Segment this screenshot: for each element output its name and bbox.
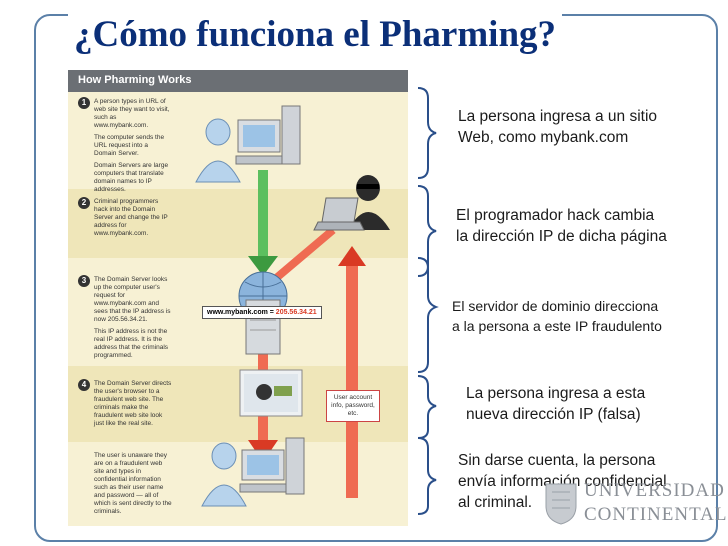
caption-line: envía información confidencial bbox=[458, 473, 667, 490]
url-text: www.mybank.com bbox=[207, 309, 268, 316]
brace-icon bbox=[417, 87, 437, 179]
logo-line-2: CONTINENTAL bbox=[584, 504, 728, 525]
caption-line: Web, como mybank.com bbox=[458, 129, 629, 146]
caption-line: La persona ingresa a un sitio bbox=[458, 108, 658, 125]
step-text: The user is unaware they are on a fraudu… bbox=[94, 452, 172, 515]
ip-text: 205.56.34.21 bbox=[275, 309, 317, 316]
step-1: 1 A person types in URL of web site they… bbox=[78, 97, 172, 198]
step-2: 2 Criminal programmers hack into the Dom… bbox=[78, 197, 172, 242]
caption-line: Sin darse cuenta, la persona bbox=[458, 452, 656, 469]
step-number: 1 bbox=[78, 97, 90, 109]
pharming-infographic: How Pharming Works 1 A person types in U… bbox=[68, 70, 408, 526]
laptop-icon bbox=[313, 197, 365, 231]
caption-line: al criminal. bbox=[458, 494, 533, 511]
step-text: Criminal programmers hack into the Domai… bbox=[94, 198, 168, 237]
computer-icon bbox=[239, 437, 305, 495]
fraudulent-site-icon bbox=[239, 369, 303, 417]
user-figure-icon bbox=[201, 442, 247, 507]
step-number: 3 bbox=[78, 275, 90, 287]
brace-icon bbox=[417, 375, 437, 439]
green-arrow bbox=[248, 170, 278, 276]
step-text: The Domain Server looks up the computer … bbox=[94, 276, 171, 323]
brace-group bbox=[417, 87, 439, 515]
step-5: The user is unaware they are on a fraudu… bbox=[80, 452, 172, 520]
caption-3: El servidor de dominio direcciona a la p… bbox=[452, 296, 662, 336]
step-text: The Domain Server directs the user's bro… bbox=[94, 380, 172, 427]
step-number: 2 bbox=[78, 197, 90, 209]
url-ip-box: www.mybank.com = 205.56.34.21 bbox=[202, 306, 322, 319]
step-number: 4 bbox=[78, 379, 90, 391]
red-arrow-up bbox=[338, 246, 366, 498]
infographic-header-text: How Pharming Works bbox=[78, 74, 192, 86]
url-equals: = bbox=[267, 309, 276, 316]
step-text: The computer sends the URL request into … bbox=[94, 134, 165, 157]
step-text: This IP address is not the real IP addre… bbox=[94, 328, 169, 359]
caption-line: la dirección IP de dicha página bbox=[456, 228, 667, 245]
step-4: 4 The Domain Server directs the user's b… bbox=[78, 379, 172, 432]
caption-5: Sin darse cuenta, la persona envía infor… bbox=[458, 450, 667, 513]
university-logo: UNIVERSIDAD CONTINENTAL bbox=[540, 474, 727, 534]
caption-line: El servidor de dominio direcciona bbox=[452, 298, 659, 314]
caption-line: a la persona a este IP fraudulento bbox=[452, 318, 662, 334]
pharming-illustration bbox=[195, 105, 390, 507]
logo-line-1: UNIVERSIDAD bbox=[584, 480, 725, 501]
user-figure-icon bbox=[195, 118, 241, 183]
computer-icon bbox=[235, 105, 301, 165]
brace-icon bbox=[417, 257, 439, 373]
caption-line: El programador hack cambia bbox=[456, 207, 655, 224]
brace-icon bbox=[417, 437, 437, 515]
caption-4: La persona ingresa a esta nueva direcció… bbox=[466, 383, 645, 425]
user-info-box: User account info, password, etc. bbox=[326, 390, 380, 422]
step-3: 3 The Domain Server looks up the compute… bbox=[78, 275, 172, 364]
step-text: A person types in URL of web site they w… bbox=[94, 98, 170, 129]
caption-2: El programador hack cambia la dirección … bbox=[456, 205, 667, 247]
infographic-header: How Pharming Works bbox=[68, 70, 408, 92]
slide-title: ¿Cómo funciona el Pharming? bbox=[68, 14, 563, 56]
step-text: Domain Servers are large computers that … bbox=[94, 162, 169, 193]
caption-1: La persona ingresa a un sitio Web, como … bbox=[458, 106, 657, 148]
caption-line: La persona ingresa a esta bbox=[466, 385, 646, 402]
caption-line: nueva dirección IP (falsa) bbox=[466, 406, 641, 423]
shield-icon bbox=[545, 483, 577, 525]
